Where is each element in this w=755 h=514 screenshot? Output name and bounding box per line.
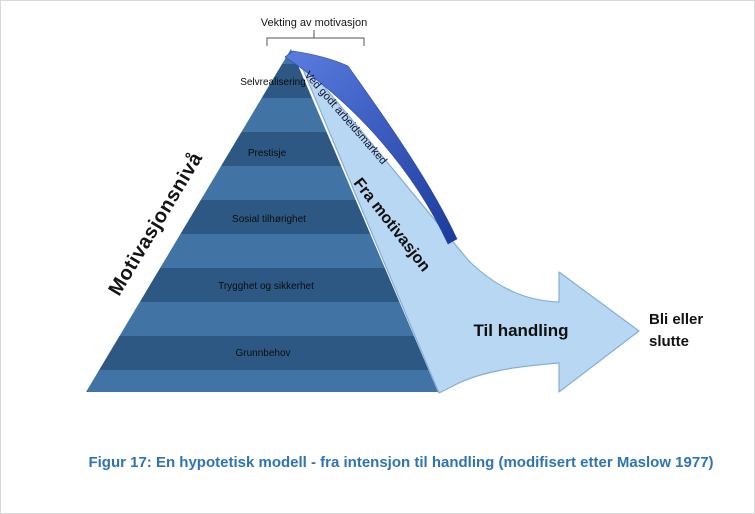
bracket-line xyxy=(266,37,365,46)
pyramid-stripe xyxy=(86,49,438,64)
pyramid-level-label: Prestisje xyxy=(248,148,287,159)
pyramid-level-label: Trygghet og sikkerhet xyxy=(218,281,314,292)
labor-market-wedge xyxy=(284,50,458,245)
to-action-label: Til handling xyxy=(473,321,568,340)
flow-arrow xyxy=(296,54,640,394)
pyramid-level-label: Sosial tilhørighet xyxy=(232,214,306,225)
pyramid-level-label: Grunnbehov xyxy=(235,348,290,359)
outcome-label-line1: Bli eller xyxy=(649,311,703,328)
outcome-label-line2: slutte xyxy=(649,333,689,350)
pyramid-stripe xyxy=(86,98,438,132)
weighting-label: Vekting av motivasjon xyxy=(261,17,367,29)
pyramid-stripe xyxy=(86,336,438,370)
pyramid-level-label: Selvrealisering xyxy=(240,77,306,88)
pyramid-stripe xyxy=(86,302,438,336)
pyramid-stripe xyxy=(86,370,438,392)
figure-caption: Figur 17: En hypotetisk modell - fra int… xyxy=(88,454,713,471)
